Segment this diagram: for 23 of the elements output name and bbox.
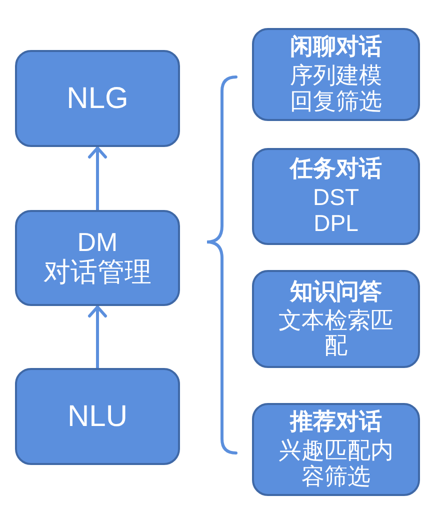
box-label: DPL: [314, 210, 358, 237]
box-label: 兴趣匹配内容筛选: [277, 438, 394, 490]
arrow: [88, 146, 107, 210]
rounded-box: [252, 403, 420, 496]
box-label: NLU: [67, 400, 128, 434]
box-label: 序列建模: [290, 63, 382, 89]
rounded-box: [15, 210, 180, 306]
box-label: DST: [313, 185, 359, 211]
box-heading: 推荐对话: [290, 409, 382, 436]
rounded-box: [15, 50, 180, 147]
arrow: [88, 306, 107, 368]
rounded-box: [252, 148, 420, 245]
box-heading: 知识问答: [290, 278, 382, 305]
box-heading: 任务对话: [290, 156, 382, 182]
box-heading: 闲聊对话: [290, 34, 382, 60]
box-label: 回复筛选: [290, 88, 382, 115]
rounded-box: [252, 270, 420, 368]
rounded-box: [15, 368, 180, 465]
box-label: NLG: [66, 82, 128, 116]
box-label: 文本检索匹配: [277, 308, 394, 360]
box-label: 对话管理: [44, 257, 152, 288]
rounded-box: [252, 28, 420, 121]
box-label: DM: [77, 228, 118, 258]
